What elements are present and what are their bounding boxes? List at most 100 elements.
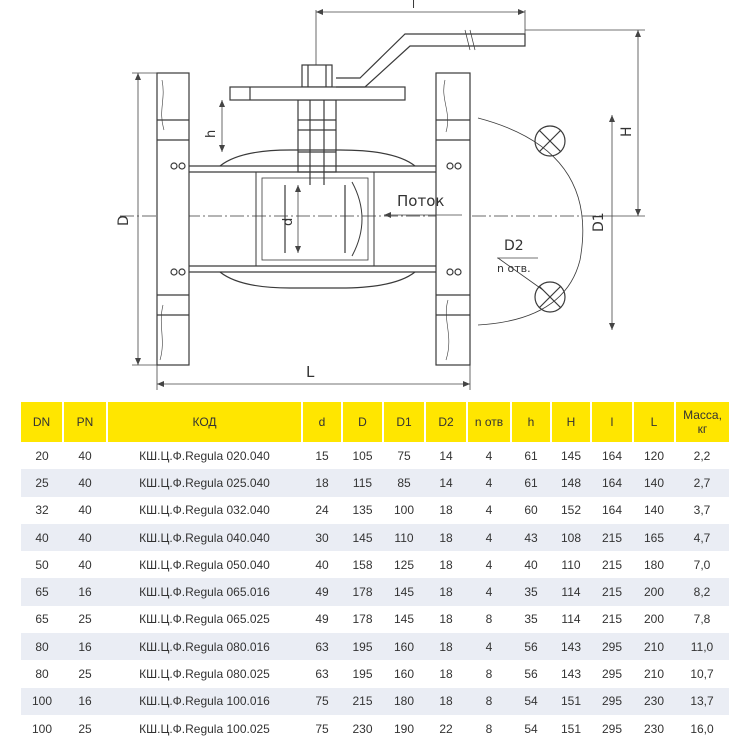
table-cell-l-length: 215 (591, 523, 633, 552)
table-cell-d-outer: 105 (342, 442, 383, 470)
table-cell-d: 75 (302, 687, 342, 715)
column-header-d: d (302, 402, 343, 442)
table-cell-l-length: 295 (591, 660, 633, 688)
table-cell-h-height: 114 (551, 578, 591, 606)
table-cell-n-holes: 4 (467, 523, 511, 552)
table-cell-mass: 10,7 (675, 660, 729, 688)
table-cell-d2: 18 (425, 551, 467, 579)
table-cell-pn: 40 (63, 442, 107, 470)
table-cell-l-length: 295 (591, 633, 633, 661)
table-cell-d1: 160 (383, 660, 425, 688)
table-cell-d: 18 (302, 469, 342, 497)
table-cell-dn: 100 (21, 714, 63, 743)
table-cell-mass: 16,0 (675, 714, 729, 743)
table-cell-mass: 7,8 (675, 605, 729, 634)
table-cell-dn: 20 (21, 442, 63, 470)
table-cell-dn: 80 (21, 633, 63, 661)
table-cell-d2: 18 (425, 496, 467, 524)
table-cell-h-height: 151 (551, 687, 591, 715)
dim-D2-label: D2 (504, 238, 524, 254)
column-header-code: КОД (107, 402, 303, 442)
right-flange (435, 72, 471, 366)
table-cell-d1: 125 (383, 551, 425, 579)
table-cell-d2: 22 (425, 714, 467, 743)
table-cell-n-holes: 4 (467, 633, 511, 661)
table-cell-h: 61 (511, 469, 551, 497)
column-header-l-total: L (633, 402, 676, 442)
table-cell-mass: 2,2 (675, 442, 729, 470)
table-cell-l-total: 230 (633, 687, 675, 715)
dim-D1-label: D1 (591, 212, 607, 232)
table-cell-dn: 50 (21, 551, 63, 579)
table-cell-h-height: 148 (551, 469, 591, 497)
table-cell-code: КШ.Ц.Ф.Regula 100.025 (107, 714, 302, 743)
column-header-d1: D1 (383, 402, 426, 442)
table-cell-n-holes: 4 (467, 496, 511, 524)
table-cell-l-total: 230 (633, 714, 675, 743)
table-cell-d2: 14 (425, 469, 467, 497)
table-cell-d: 63 (302, 633, 342, 661)
table-cell-d2: 18 (425, 687, 467, 715)
table-cell-h-height: 143 (551, 633, 591, 661)
table-cell-mass: 2,7 (675, 469, 729, 497)
column-header-h: h (511, 402, 552, 442)
column-header-n-holes: n отв (467, 402, 512, 442)
table-cell-pn: 16 (63, 633, 107, 661)
table-cell-l-length: 215 (591, 605, 633, 634)
table-cell-d-outer: 135 (342, 496, 383, 524)
table-cell-d-outer: 178 (342, 605, 383, 634)
table-cell-l-total: 210 (633, 660, 675, 688)
table-cell-pn: 25 (63, 714, 107, 743)
table-cell-d2: 18 (425, 605, 467, 634)
stem (297, 64, 337, 185)
table-cell-d-outer: 230 (342, 714, 383, 743)
dim-d-label: d (281, 218, 296, 226)
table-cell-d1: 85 (383, 469, 425, 497)
table-cell-h: 35 (511, 605, 551, 634)
table-cell-l-length: 215 (591, 578, 633, 606)
table-cell-l-total: 140 (633, 496, 675, 524)
flow-label: Поток (397, 192, 444, 210)
table-cell-h: 60 (511, 496, 551, 524)
column-header-h-height: H (551, 402, 592, 442)
table-cell-d-outer: 178 (342, 578, 383, 606)
table-cell-dn: 32 (21, 496, 63, 524)
column-header-d-outer: D (342, 402, 384, 442)
table-cell-mass: 13,7 (675, 687, 729, 715)
table-cell-d2: 14 (425, 442, 467, 470)
table-cell-code: КШ.Ц.Ф.Regula 100.016 (107, 687, 302, 715)
table-cell-pn: 40 (63, 469, 107, 497)
table-cell-l-length: 164 (591, 469, 633, 497)
table-cell-l-total: 210 (633, 633, 675, 661)
dim-L-label: L (306, 363, 315, 381)
table-cell-dn: 40 (21, 523, 63, 552)
table-cell-h-height: 151 (551, 714, 591, 743)
table-cell-l-length: 164 (591, 496, 633, 524)
table-cell-d-outer: 145 (342, 523, 383, 552)
table-cell-code: КШ.Ц.Ф.Regula 080.016 (107, 633, 302, 661)
table-cell-d1: 75 (383, 442, 425, 470)
table-cell-h: 56 (511, 660, 551, 688)
table-cell-l-total: 120 (633, 442, 675, 470)
table-cell-n-holes: 8 (467, 687, 511, 715)
left-flange (156, 72, 190, 366)
table-cell-l-total: 165 (633, 523, 675, 552)
table-cell-code: КШ.Ц.Ф.Regula 050.040 (107, 551, 302, 579)
table-cell-dn: 80 (21, 660, 63, 688)
table-cell-d-outer: 115 (342, 469, 383, 497)
table-cell-pn: 40 (63, 496, 107, 524)
table-cell-n-holes: 4 (467, 469, 511, 497)
table-cell-mass: 7,0 (675, 551, 729, 579)
table-cell-l-total: 180 (633, 551, 675, 579)
table-cell-d1: 145 (383, 605, 425, 634)
table-cell-d: 40 (302, 551, 342, 579)
table-cell-h: 35 (511, 578, 551, 606)
table-cell-h-height: 114 (551, 605, 591, 634)
